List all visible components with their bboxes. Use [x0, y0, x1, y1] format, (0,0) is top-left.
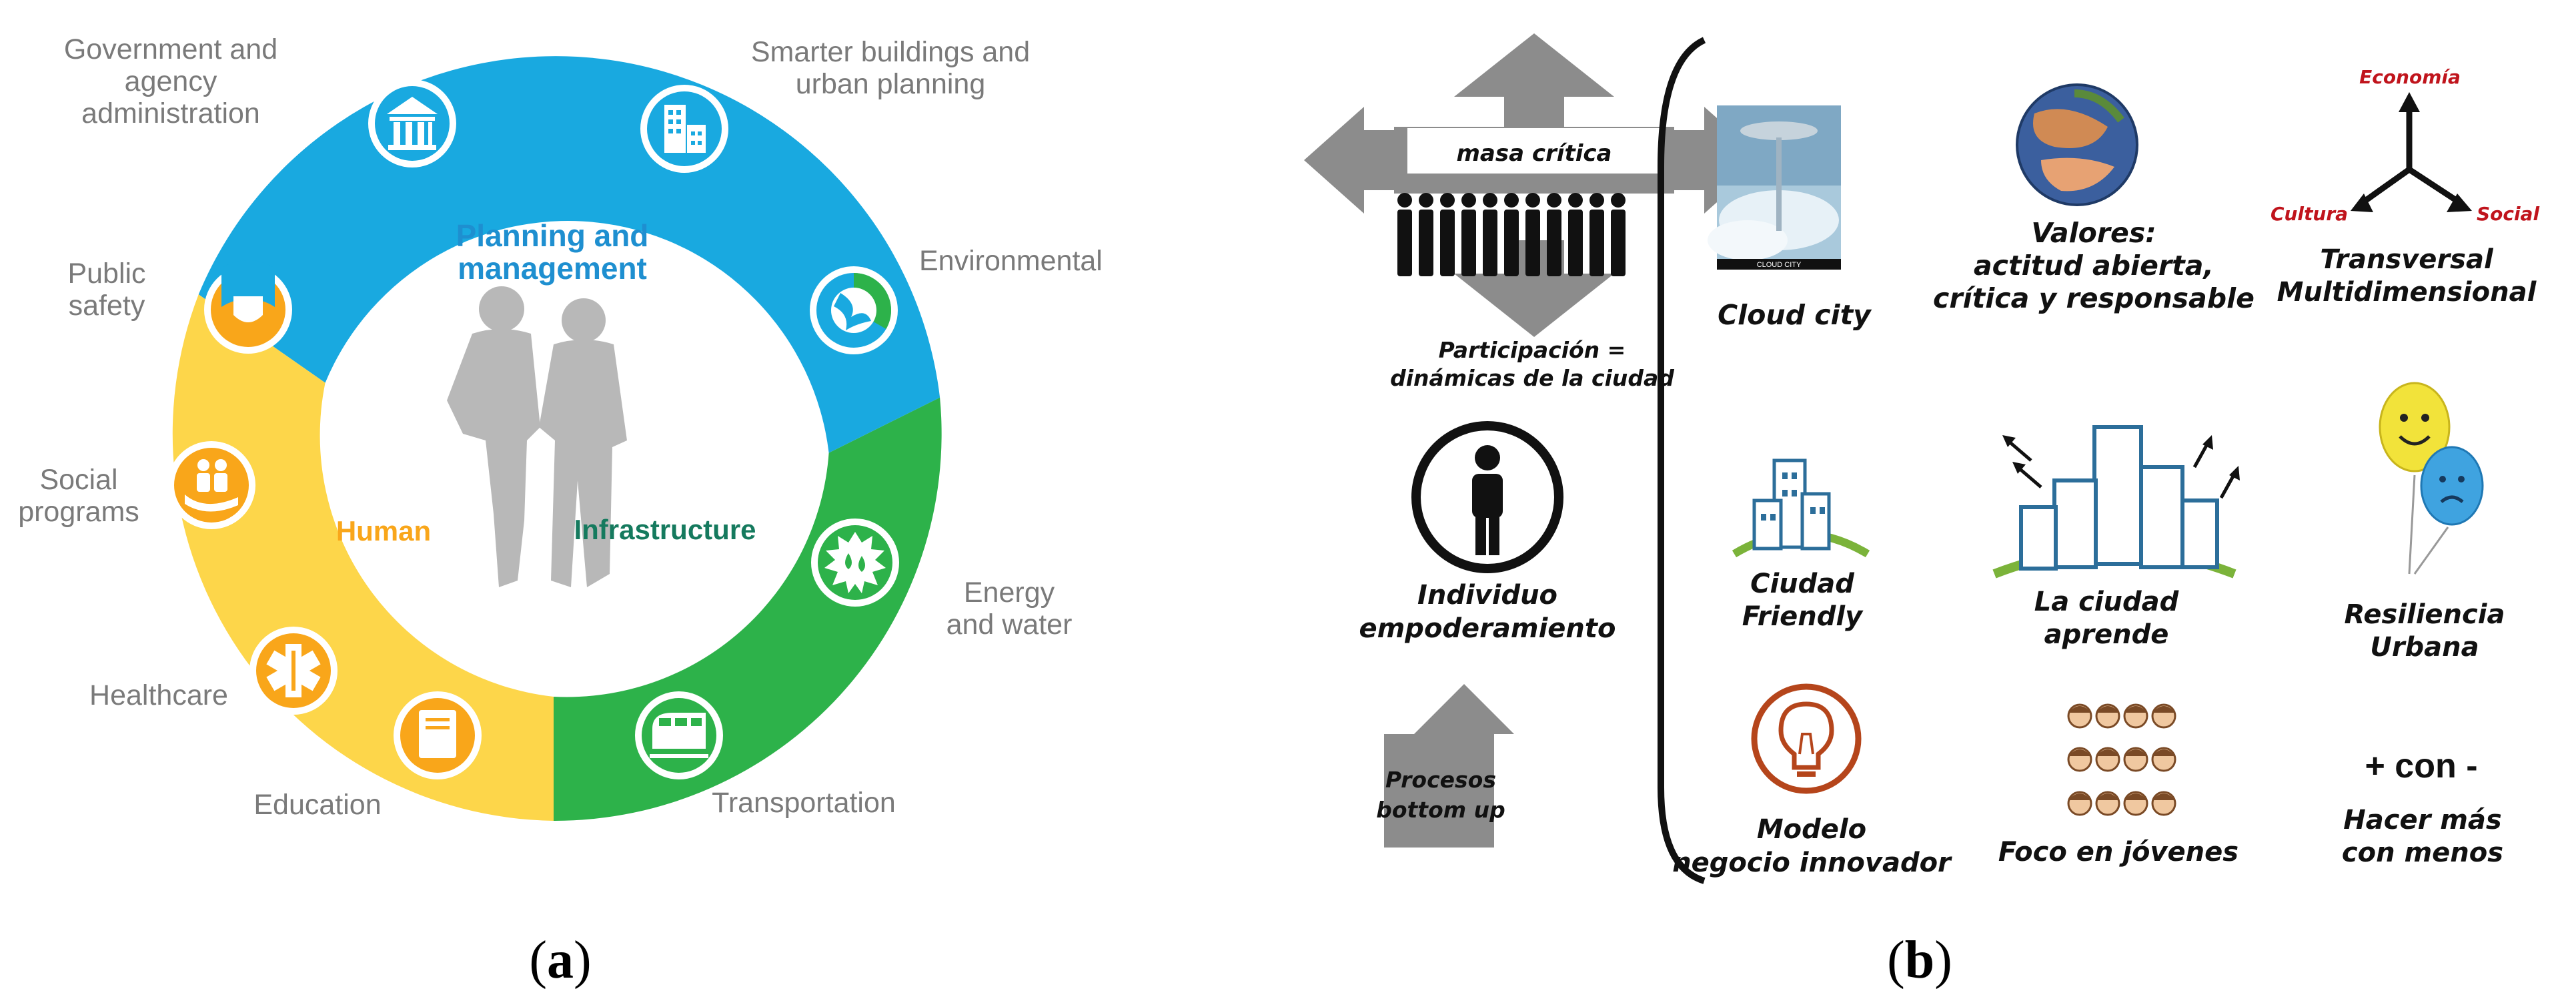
- center-title-line2: management: [458, 251, 647, 286]
- label-transportation: Transportation: [712, 787, 896, 819]
- resiliencia-line2: Urbana: [2370, 632, 2479, 663]
- learning-city-icon: [1992, 425, 2240, 579]
- balloons-icon: [2379, 382, 2484, 575]
- masa-critica-box: [1407, 128, 1661, 174]
- cloud-city-image: CLOUD CITY: [1708, 105, 1841, 270]
- label-energy-line2: and water: [946, 609, 1073, 641]
- label-government-line1: Government and: [64, 33, 277, 65]
- valores-globe-icon: [2016, 83, 2138, 206]
- crowd-icon: [1397, 193, 1626, 276]
- label-social-line2: programs: [18, 496, 139, 528]
- label-buildings-line1: Smarter buildings and: [751, 36, 1030, 68]
- label-education: Education: [253, 789, 381, 821]
- masa-critica-label: masa crítica: [1457, 140, 1612, 167]
- procesos-line1: Procesos: [1385, 767, 1496, 793]
- label-government-line2: agency: [125, 65, 217, 97]
- buildings-icon: [640, 85, 728, 173]
- social-label: Social: [2477, 203, 2539, 225]
- hacer-line2: con menos: [2342, 838, 2503, 868]
- friendly-line1: Ciudad: [1750, 569, 1854, 599]
- education-icon: [394, 691, 482, 779]
- aprende-line2: aprende: [2044, 619, 2169, 650]
- label-social-line1: Social: [39, 464, 117, 496]
- center-title-line1: Planning and: [456, 218, 649, 253]
- label-public-safety-line1: Public: [67, 258, 145, 290]
- caption-a: (a): [529, 931, 591, 990]
- valores-line1: Valores:: [2031, 217, 2156, 249]
- public-safety-icon: [204, 260, 292, 354]
- individuo-line2: empoderamiento: [1359, 613, 1616, 644]
- social-programs-icon: [167, 441, 255, 529]
- resiliencia-line1: Resiliencia: [2345, 599, 2505, 630]
- friendly-city-icon: [1732, 458, 1870, 558]
- modelo-line1: Modelo: [1757, 814, 1866, 845]
- foco-label: Foco en jóvenes: [1998, 837, 2238, 868]
- procesos-line2: bottom up: [1376, 797, 1505, 823]
- transversal-line1: Transversal: [2320, 244, 2494, 275]
- cloud-city-label: Cloud city: [1718, 299, 1872, 331]
- label-environmental: Environmental: [919, 245, 1103, 277]
- government-icon: [368, 79, 456, 168]
- friendly-line2: Friendly: [1742, 601, 1864, 632]
- mas-con-menos: + con -: [2365, 747, 2477, 785]
- economia-label: Economía: [2359, 66, 2461, 88]
- energy-water-icon: [811, 519, 899, 607]
- caption-b: (b): [1887, 931, 1952, 990]
- center-human-label: Human: [336, 515, 431, 547]
- four-way-arrow: [1304, 33, 1764, 337]
- young-faces-icon: [2067, 703, 2176, 816]
- bottom-up-arrow: [1384, 684, 1514, 848]
- transversal-tri-arrow: [2351, 92, 2472, 212]
- hacer-line1: Hacer más: [2343, 805, 2501, 835]
- valores-line2: actitud abierta,: [1974, 250, 2214, 282]
- panel-b: masa crítica Participación = dinámicas d…: [1304, 33, 2539, 990]
- healthcare-icon: [249, 627, 338, 715]
- ring-segment-yellow: [172, 294, 554, 821]
- transportation-icon: [635, 691, 723, 779]
- individual-person-icon: [1411, 421, 1563, 573]
- label-buildings-line2: urban planning: [796, 68, 986, 100]
- label-healthcare: Healthcare: [89, 679, 228, 711]
- cultura-label: Cultura: [2271, 203, 2348, 225]
- label-public-safety-line2: safety: [69, 290, 145, 322]
- label-government-line3: administration: [81, 97, 260, 129]
- modelo-line2: negocio innovador: [1672, 848, 1952, 878]
- valores-line3: crítica y responsable: [1933, 282, 2255, 314]
- aprende-line1: La ciudad: [2034, 587, 2179, 617]
- grouping-bracket: [1658, 37, 1706, 884]
- transversal-line2: Multidimensional: [2277, 277, 2537, 308]
- participacion-line2: dinámicas de la ciudad: [1390, 365, 1674, 391]
- individuo-line1: Individuo: [1417, 580, 1557, 611]
- people-silhouette: [447, 286, 627, 587]
- participacion-line1: Participación =: [1439, 337, 1626, 363]
- panel-a: Planning and management Human Infrastruc…: [18, 33, 1103, 990]
- center-infrastructure-label: Infrastructure: [574, 514, 756, 545]
- label-energy-line1: Energy: [964, 577, 1055, 609]
- cloud-city-image-tag: CLOUD CITY: [1757, 261, 1802, 269]
- lightbulb-icon: [1751, 683, 1862, 794]
- environmental-icon: [810, 266, 898, 354]
